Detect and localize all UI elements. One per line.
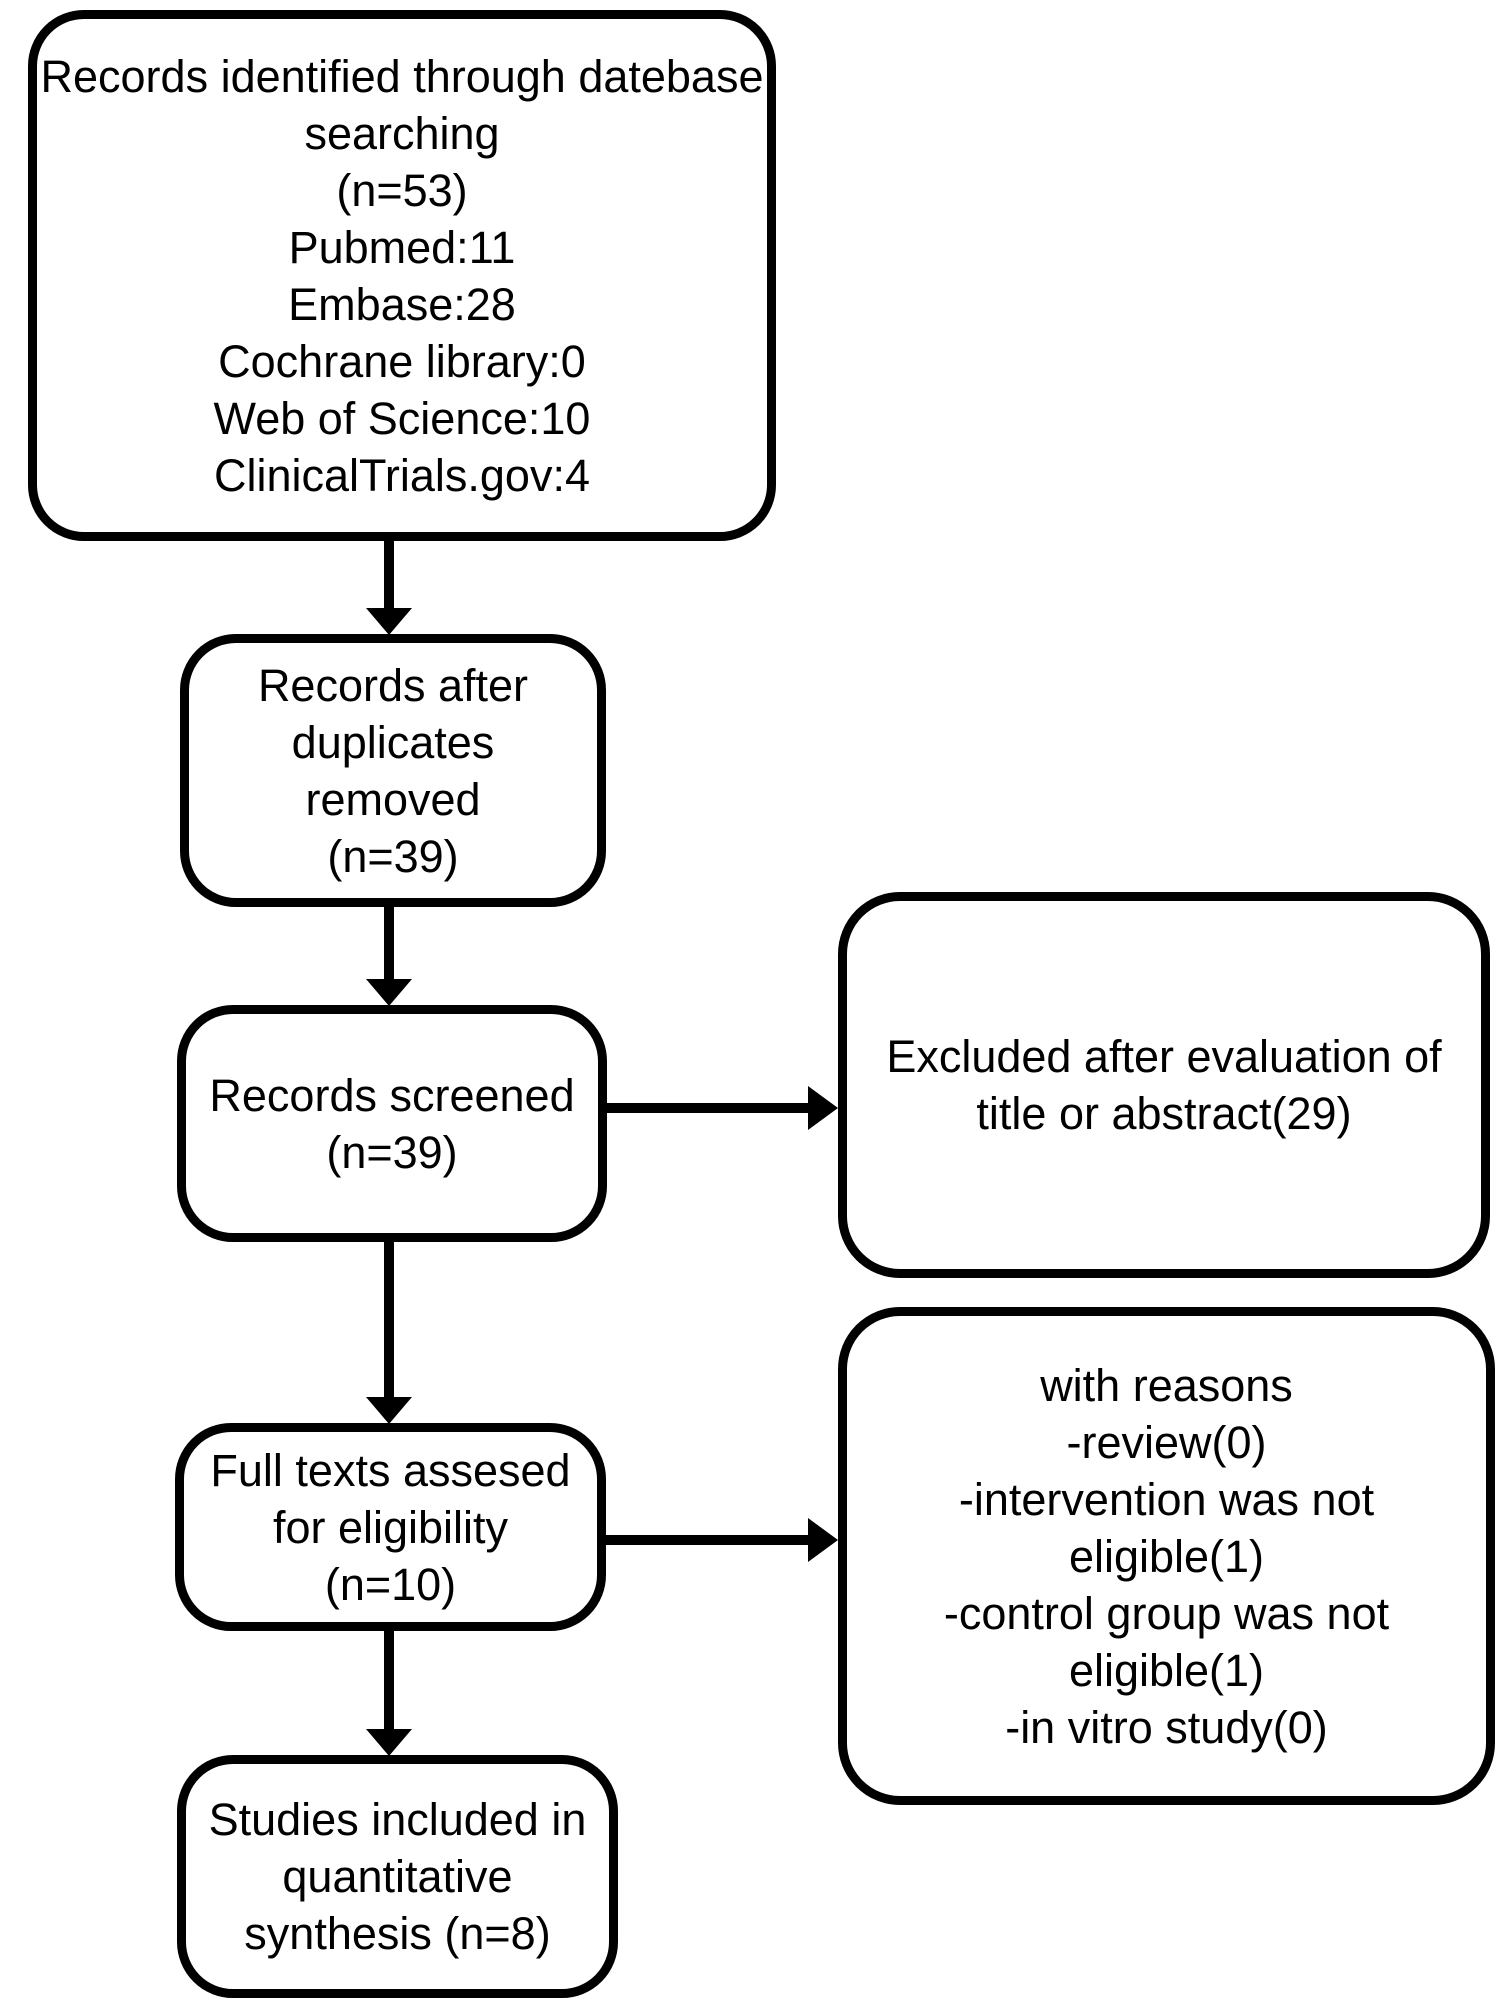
box-text-line: Full texts assesed: [210, 1444, 571, 1496]
arrowhead-right-icon: [808, 1518, 838, 1562]
box-text-line: Records identified through datebase: [40, 50, 764, 102]
box-records-screened: Records screened(n=39): [177, 1005, 607, 1242]
box-text-line: quantitative: [282, 1851, 513, 1902]
arrow-fulltext-to-excluded: [600, 1535, 812, 1545]
box-text-line: -intervention was not: [958, 1473, 1375, 1525]
arrow-fulltext-to-included: [384, 1625, 394, 1733]
box-text-line: eligible(1): [1068, 1644, 1265, 1696]
box-studies-included: Studies included in quantitative synthesis…: [177, 1755, 618, 1998]
arrow-identified-to-duplicates: [384, 535, 394, 612]
box-text-line: for eligibility: [272, 1501, 509, 1553]
box-text-line: Web of Science:10: [213, 392, 591, 444]
box-text-line: ClinicalTrials.gov:4: [214, 449, 590, 501]
box-excluded-title-abstract: Excluded after evaluation of title or abs…: [838, 892, 1490, 1278]
arrowhead-down-icon: [366, 979, 412, 1006]
arrowhead-down-icon: [366, 1397, 412, 1424]
arrow-screened-to-fulltext: [384, 1235, 394, 1401]
arrowhead-down-icon: [366, 608, 412, 635]
box-text-line: -review(0): [1066, 1416, 1267, 1468]
box-text-line: Cochrane library:0: [218, 335, 586, 387]
box-text-line: (n=39): [327, 830, 459, 882]
box-text-line: searching: [304, 107, 500, 159]
box-text-line: (n=39): [326, 1126, 458, 1178]
box-text-line: -control group was not: [943, 1587, 1390, 1639]
box-text-line: Embase:28: [288, 278, 516, 330]
arrowhead-right-icon: [808, 1086, 838, 1130]
box-text-line: Records screened: [209, 1069, 575, 1121]
box-text-line: title or abstract(29): [976, 1088, 1352, 1139]
arrowhead-down-icon: [366, 1729, 412, 1756]
arrow-screened-to-excluded: [600, 1103, 812, 1113]
arrow-duplicates-to-screened: [384, 900, 394, 983]
box-text-line: eligible(1): [1068, 1530, 1265, 1582]
box-text-line: (n=10): [324, 1558, 457, 1610]
box-text-line: Studies included in: [208, 1794, 587, 1845]
box-text-line: -in vitro study(0): [1005, 1701, 1328, 1753]
box-text-line: removed: [305, 773, 481, 825]
box-text-line: Records after: [257, 659, 529, 711]
box-excluded-with-reasons: with reasons-review(0)-intervention was …: [838, 1307, 1495, 1805]
box-text-line: Pubmed:11: [288, 221, 516, 273]
box-text-line: with reasons: [1040, 1359, 1293, 1411]
box-text-line: duplicates: [291, 716, 495, 768]
box-text-line: Excluded after evaluation of: [886, 1031, 1442, 1082]
box-text-line: (n=53): [336, 164, 468, 216]
box-text-line: synthesis (n=8): [244, 1908, 551, 1959]
